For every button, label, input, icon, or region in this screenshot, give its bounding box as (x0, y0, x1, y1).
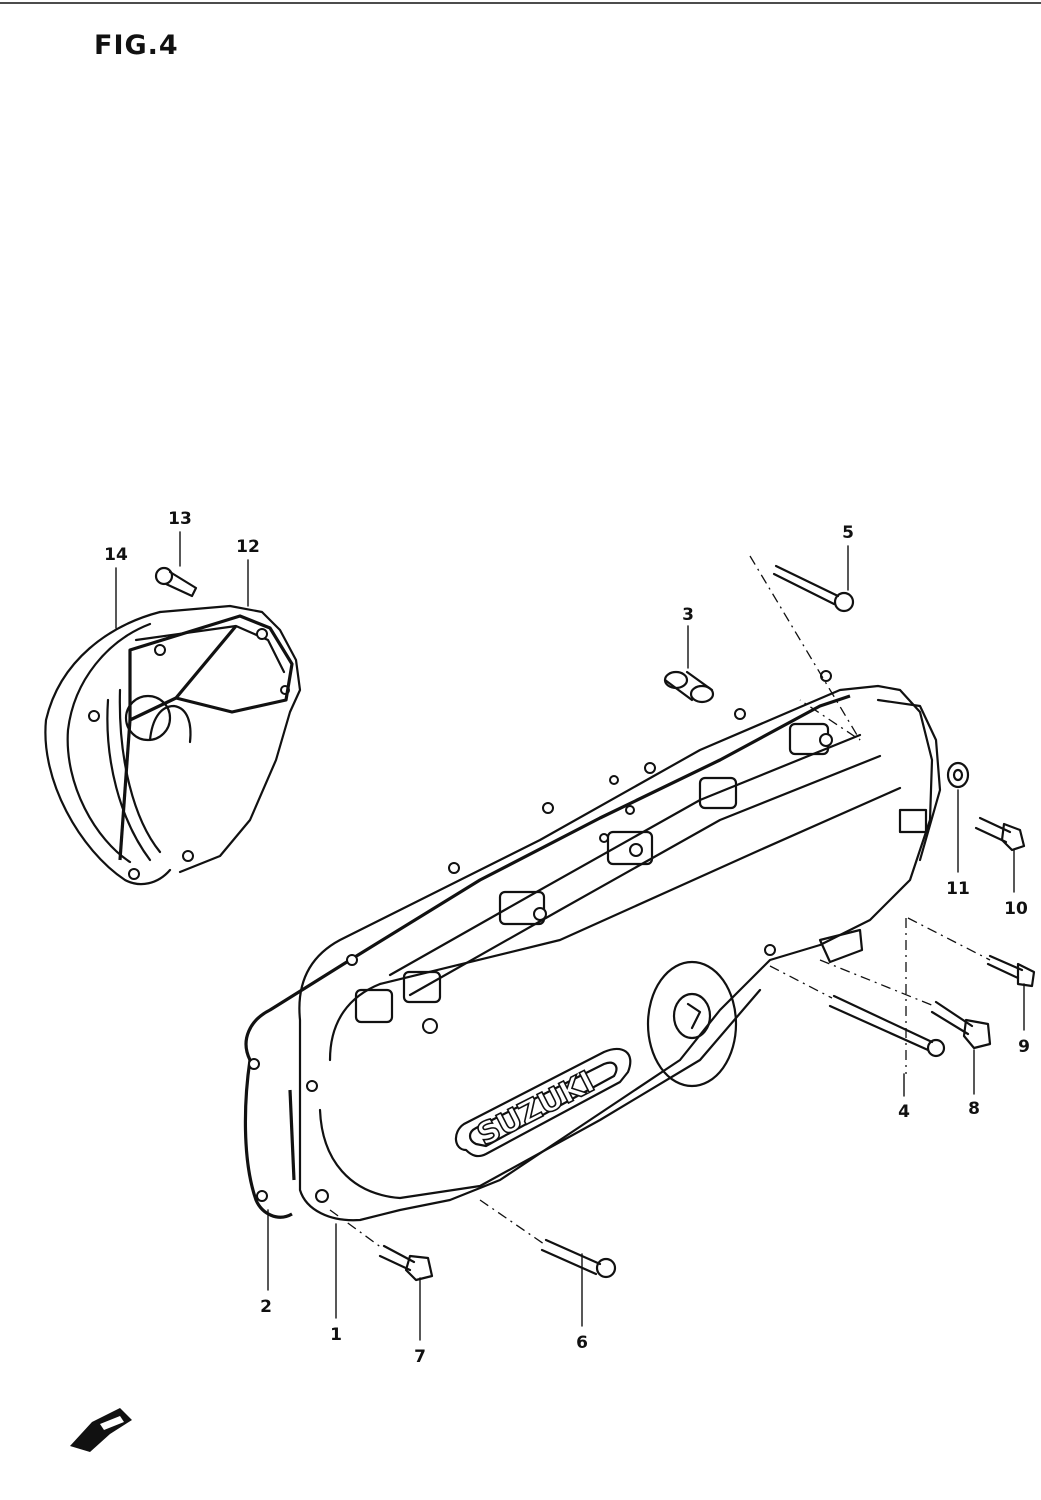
bolt-part-7 (378, 1244, 434, 1282)
callout-3: 3 (682, 605, 694, 625)
front-direction-arrow-icon (70, 1408, 132, 1452)
bolt-6-leader (479, 1199, 545, 1245)
bolt-part-4 (828, 994, 946, 1058)
outer-cover-part-14 (44, 604, 302, 886)
callout-6: 6 (576, 1333, 588, 1353)
crankcase-cover-part-1 (298, 684, 942, 1222)
callout-9: 9 (1018, 1037, 1030, 1057)
gasket-part-12 (118, 614, 294, 861)
bolt-7-leader (329, 1209, 383, 1249)
suzuki-logo-text: SUZUKI (472, 1065, 601, 1154)
bolt-part-13 (154, 566, 198, 598)
callout-13: 13 (168, 509, 192, 529)
callout-5: 5 (842, 523, 854, 543)
callout-7: 7 (414, 1347, 426, 1367)
callout-14: 14 (104, 545, 128, 565)
callout-1: 1 (330, 1325, 342, 1345)
bolt-part-8 (930, 1000, 992, 1050)
cover-center-hub (124, 694, 172, 742)
callout-2: 2 (260, 1297, 272, 1317)
inspection-window (646, 960, 738, 1088)
bolt-part-6 (540, 1238, 617, 1279)
washer-part-11 (946, 761, 970, 789)
bolt-9-leader (907, 917, 991, 961)
callout-12: 12 (236, 537, 260, 557)
callout-leaders (115, 531, 1025, 1341)
dowel-part-3 (663, 670, 715, 704)
bolt-8-leader (819, 959, 935, 1007)
bolt-5-leader (749, 555, 861, 741)
callout-10: 10 (1004, 899, 1028, 919)
callout-4: 4 (898, 1102, 910, 1122)
suzuki-logo-plate: SUZUKI (454, 1047, 632, 1158)
bolt-4-leader (769, 965, 833, 999)
callout-8: 8 (968, 1099, 980, 1119)
callout-11: 11 (946, 879, 970, 899)
bolt-part-10 (974, 816, 1026, 852)
gasket-part-2 (243, 670, 851, 1219)
bolt-part-9 (986, 954, 1036, 988)
figure-title: FIG.4 (94, 30, 179, 61)
bolt-part-5 (772, 564, 855, 613)
